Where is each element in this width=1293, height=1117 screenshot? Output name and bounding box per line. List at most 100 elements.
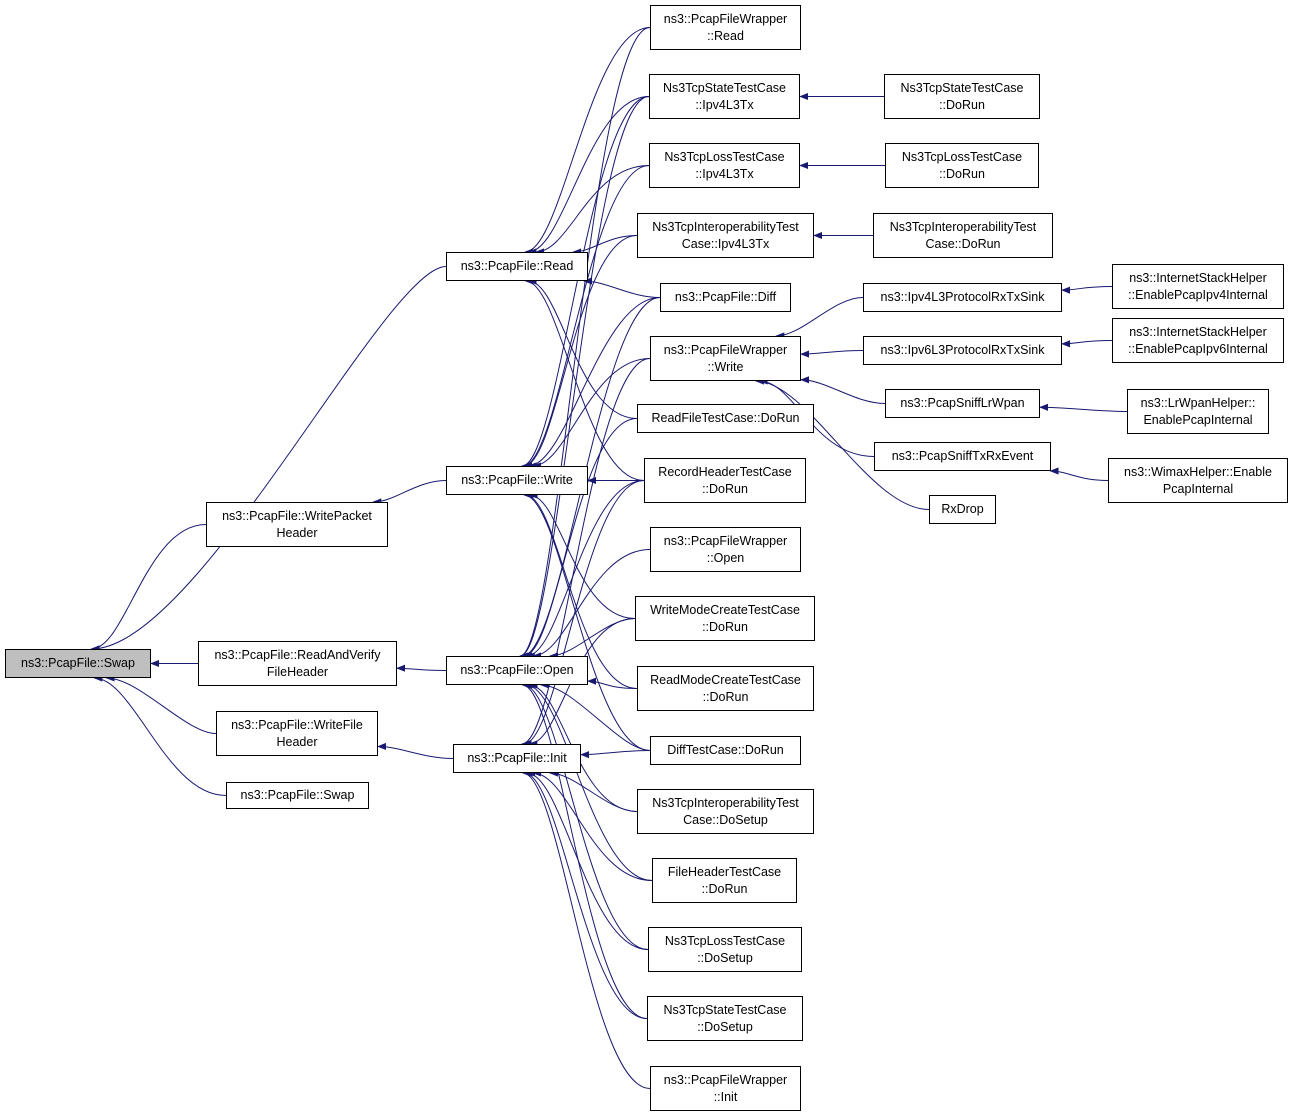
node-label-line: RxDrop	[941, 502, 984, 516]
node-label-line: ns3::PcapFile::Diff	[674, 290, 777, 304]
node-label-line: ns3::LrWpanHelper::	[1140, 395, 1256, 410]
node-label-line: ns3::PcapFileWrapper	[663, 11, 788, 26]
edge-tcpstate-dosetup-to-open	[521, 681, 648, 1019]
node-label-line: ns3::PcapFile::ReadAndVerify	[214, 647, 381, 662]
edge-tcploss-dosetup-to-init	[526, 769, 649, 950]
edge-tcploss-dosetup-to-open	[522, 681, 649, 950]
node-label-line: WriteModeCreateTestCase	[650, 602, 800, 617]
node-rxdrop[interactable]: RxDrop	[929, 495, 996, 524]
edge-writemode-dorun-to-write	[528, 491, 636, 619]
node-writemode-dorun[interactable]: WriteModeCreateTestCase::DoRun	[635, 596, 815, 641]
node-label-line: ns3::PcapFile::WritePacket	[222, 508, 372, 523]
node-label-line: ns3::PcapFileWrapper	[663, 533, 788, 548]
edge-pcapfile-diff-to-read	[582, 277, 661, 298]
node-label-line: Ns3TcpLossTestCase	[664, 933, 786, 948]
node-label-line: Ns3TcpInteroperabilityTest	[652, 219, 799, 234]
edge-ish-ipv4-to-ipv4-rxtx-sink	[1061, 286, 1113, 294]
edge-pfw-read-to-read	[524, 27, 651, 256]
node-tcploss-ipv4[interactable]: Ns3TcpLossTestCase::Ipv4L3Tx	[649, 143, 800, 188]
node-label-line: ns3::Ipv4L3ProtocolRxTxSink	[880, 290, 1045, 304]
node-ipv6-rxtx-sink[interactable]: ns3::Ipv6L3ProtocolRxTxSink	[863, 336, 1062, 365]
node-readfile-dorun[interactable]: ReadFileTestCase::DoRun	[637, 404, 814, 433]
node-pfw-write[interactable]: ns3::PcapFileWrapper::Write	[650, 336, 801, 381]
node-label-line: Ns3TcpLossTestCase	[901, 149, 1023, 164]
node-tcpstate-dosetup[interactable]: Ns3TcpStateTestCase::DoSetup	[647, 996, 803, 1041]
edge-tcpstate-ipv4-to-open	[519, 96, 650, 660]
node-tcploss-dorun[interactable]: Ns3TcpLossTestCase::DoRun	[885, 143, 1039, 188]
node-swap2[interactable]: ns3::PcapFile::Swap	[226, 782, 369, 809]
node-pfw-read[interactable]: ns3::PcapFileWrapper::Read	[650, 5, 801, 50]
node-label-line: Ns3TcpStateTestCase	[663, 1002, 787, 1017]
node-tcploss-dosetup[interactable]: Ns3TcpLossTestCase::DoSetup	[648, 927, 802, 972]
node-label-line: ns3::PcapFile::Swap	[21, 656, 135, 670]
node-label-line: EnablePcapInternal	[1143, 412, 1253, 427]
edge-pcapfile-diff-to-write	[527, 297, 661, 470]
edge-pfw-init-to-init	[521, 769, 651, 1089]
node-recordheader-dorun[interactable]: RecordHeaderTestCase::DoRun	[644, 458, 806, 503]
edge-tcpinterop-ipv4-to-write	[523, 235, 638, 470]
node-label-line: ::DoRun	[702, 481, 748, 496]
node-readmode-dorun[interactable]: ReadModeCreateTestCase::DoRun	[637, 666, 814, 711]
node-sniff-txrx[interactable]: ns3::PcapSniffTxRxEvent	[874, 442, 1051, 471]
node-read[interactable]: ns3::PcapFile::Read	[446, 252, 588, 281]
node-label-line: ns3::PcapFileWrapper	[663, 1072, 788, 1087]
node-fileheader-dorun[interactable]: FileHeaderTestCase::DoRun	[652, 858, 797, 903]
node-pfw-init[interactable]: ns3::PcapFileWrapper::Init	[650, 1066, 801, 1111]
edge-sniff-lrwpan-to-pfw-write	[800, 376, 886, 404]
node-difftest-dorun[interactable]: DiffTestCase::DoRun	[650, 736, 801, 765]
node-open[interactable]: ns3::PcapFile::Open	[446, 656, 588, 685]
node-label-line: ns3::PcapFile::Read	[460, 259, 574, 273]
node-label-line: ::DoRun	[701, 881, 748, 896]
node-label-line: ::Open	[706, 550, 745, 565]
node-label-line: ::Init	[713, 1089, 738, 1104]
node-label-line: Header	[276, 734, 318, 749]
node-label-line: Ns3TcpStateTestCase	[663, 80, 786, 95]
node-ish-ipv4[interactable]: ns3::InternetStackHelper::EnablePcapIpv4…	[1112, 264, 1284, 309]
node-ipv4-rxtx-sink[interactable]: ns3::Ipv4L3ProtocolRxTxSink	[863, 283, 1062, 312]
edge-difftest-dorun-to-init	[580, 750, 651, 759]
edge-write-file-header-to-swap-root	[105, 674, 217, 734]
node-lrwpan-helper[interactable]: ns3::LrWpanHelper::EnablePcapInternal	[1127, 389, 1269, 434]
node-label-line: Ns3TcpStateTestCase	[900, 80, 1024, 95]
node-label-line: ::Ipv4L3Tx	[695, 166, 754, 181]
edge-open-to-read-and-verify	[396, 664, 447, 672]
edge-write-packet-header-to-swap-root	[90, 524, 207, 653]
node-label-line: ::DoRun	[702, 689, 749, 704]
node-tcpstate-dorun[interactable]: Ns3TcpStateTestCase::DoRun	[884, 74, 1040, 119]
node-sniff-lrwpan[interactable]: ns3::PcapSniffLrWpan	[885, 389, 1040, 418]
node-pfw-open[interactable]: ns3::PcapFileWrapper::Open	[650, 527, 801, 572]
node-label-line: ::DoRun	[702, 619, 748, 634]
node-init[interactable]: ns3::PcapFile::Init	[453, 744, 581, 773]
edge-readfile-dorun-to-read	[527, 277, 638, 419]
edge-swap2-to-swap-root	[93, 674, 227, 796]
node-pcapfile-diff[interactable]: ns3::PcapFile::Diff	[660, 283, 791, 312]
edge-lrwpan-helper-to-sniff-lrwpan	[1039, 403, 1128, 412]
node-ish-ipv6[interactable]: ns3::InternetStackHelper::EnablePcapIpv6…	[1112, 318, 1284, 363]
node-label-line: ns3::PcapFile::Open	[460, 663, 574, 677]
node-label-line: ns3::InternetStackHelper	[1129, 270, 1267, 285]
edge-tcploss-ipv4-to-read	[535, 165, 650, 256]
node-label-line: ::EnablePcapIpv4Internal	[1128, 287, 1268, 302]
node-tcpstate-ipv4[interactable]: Ns3TcpStateTestCase::Ipv4L3Tx	[649, 74, 800, 119]
edge-ipv6-rxtx-sink-to-pfw-write	[800, 350, 864, 358]
node-write[interactable]: ns3::PcapFile::Write	[446, 466, 588, 495]
node-label-line: ::Write	[707, 359, 744, 374]
node-label-line: FileHeader	[266, 664, 329, 679]
node-label-line: Case::DoSetup	[683, 812, 768, 827]
edge-write-to-write-packet-header	[372, 480, 447, 506]
node-label-line: Ns3TcpInteroperabilityTest	[889, 219, 1037, 234]
edge-fileheader-dorun-to-init	[532, 769, 653, 881]
node-label-line: ns3::PcapFile::Write	[461, 473, 573, 487]
edge-rxdrop-to-pfw-write	[754, 377, 930, 510]
edge-readfile-dorun-to-open	[523, 418, 638, 660]
edge-recordheader-dorun-to-read	[524, 277, 645, 481]
